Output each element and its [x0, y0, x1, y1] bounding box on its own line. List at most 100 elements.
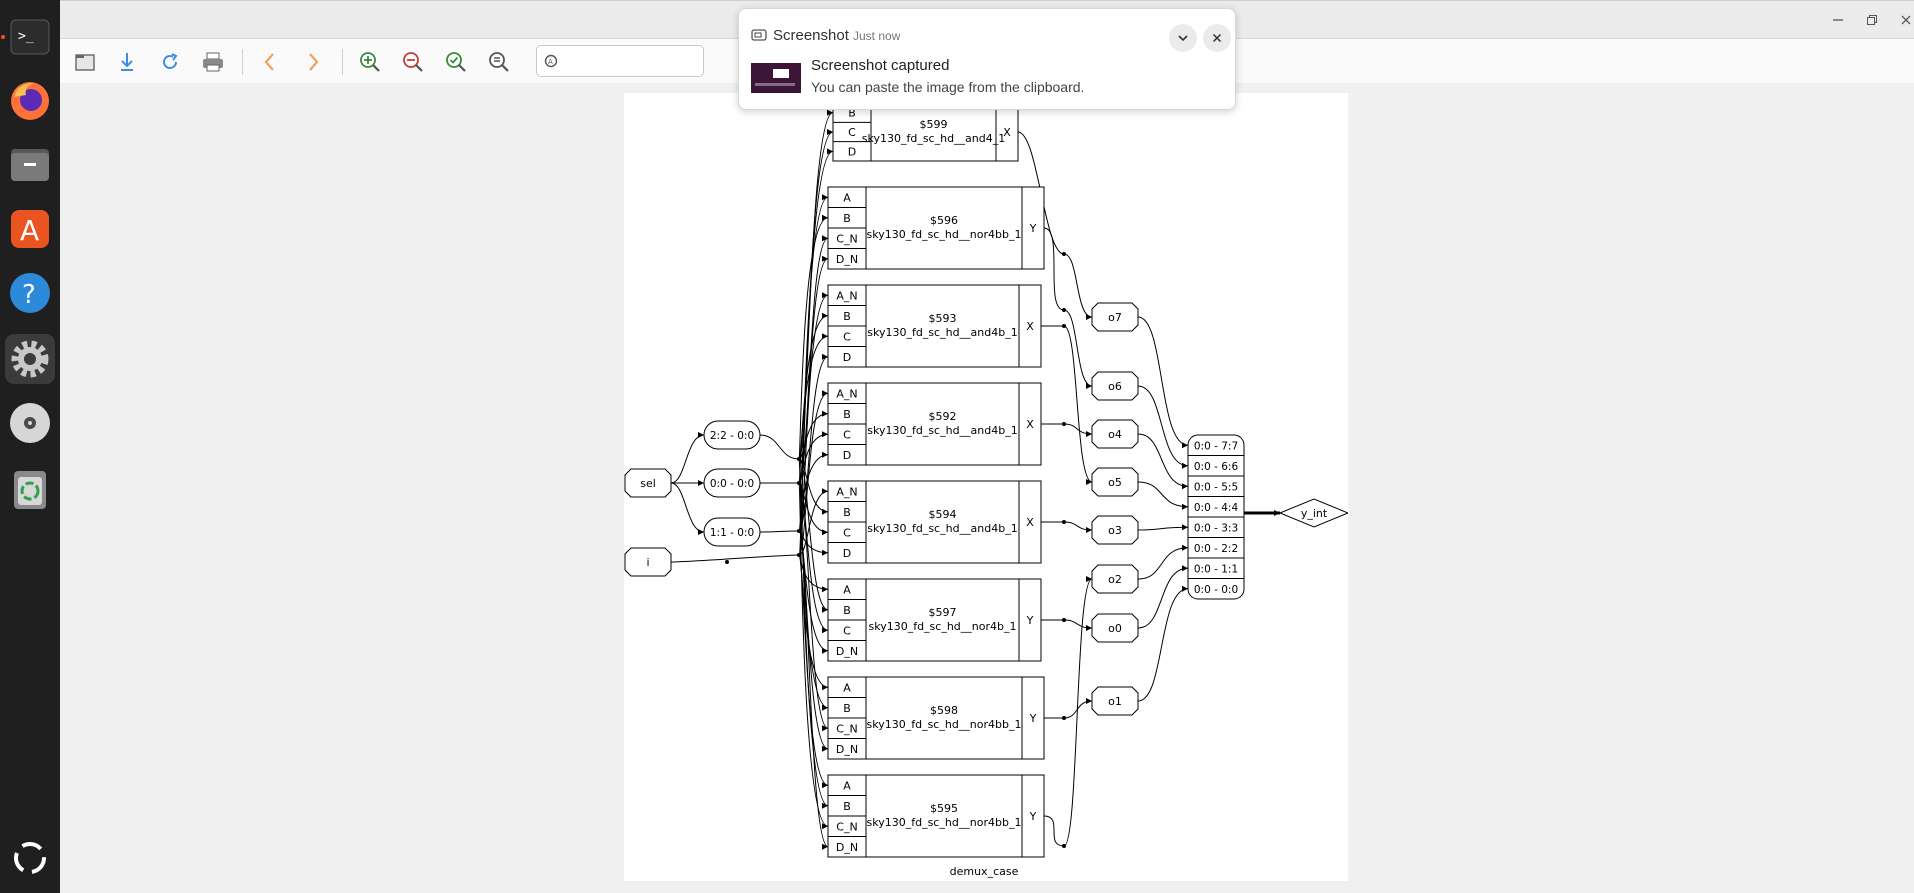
- dock-firefox[interactable]: [5, 76, 55, 126]
- dock-disc[interactable]: [5, 398, 55, 448]
- search-box[interactable]: A: [536, 45, 704, 77]
- cell-type: sky130_fd_sc_hd__nor4bb_1: [867, 718, 1022, 731]
- zoom-fit-icon: [446, 52, 466, 72]
- arrowhead: [822, 725, 828, 732]
- cell-port-label: D_N: [836, 253, 858, 266]
- concat-slot: 0:0 - 3:3: [1194, 522, 1238, 534]
- arrowhead: [1182, 503, 1188, 510]
- net-o5: [1091, 467, 1139, 497]
- net-to-bus: [1137, 567, 1189, 629]
- arrowhead: [822, 292, 828, 299]
- cell-port-label: C: [843, 624, 851, 637]
- junction-dot: [1062, 422, 1066, 426]
- arrowhead: [698, 480, 704, 486]
- open-icon: [75, 54, 95, 71]
- cell-port-label: C_N: [836, 722, 857, 735]
- cell-port-label: C_N: [836, 232, 857, 245]
- arrowhead: [698, 432, 704, 438]
- cell-out-label: Y: [1029, 810, 1037, 823]
- cell-port-label: D: [848, 145, 856, 158]
- help-icon: ?: [10, 273, 50, 313]
- forward-button[interactable]: [298, 47, 328, 77]
- dock-files[interactable]: [5, 140, 55, 190]
- close-window-button[interactable]: [1896, 10, 1914, 30]
- net-o3-label: o3: [1108, 524, 1122, 537]
- dock-help[interactable]: ?: [5, 268, 55, 318]
- forward-icon: [309, 53, 319, 71]
- diagram-title: demux_case: [950, 865, 1019, 878]
- zoom-original-button[interactable]: [484, 47, 514, 77]
- fanout-wire: [798, 530, 829, 848]
- dock-settings[interactable]: [5, 334, 55, 384]
- cell-id: $599: [920, 118, 948, 131]
- notification-close-button[interactable]: [1203, 24, 1231, 52]
- junction-to-net: [1063, 253, 1093, 318]
- files-icon: [11, 149, 49, 181]
- svg-text:>_: >_: [18, 29, 34, 44]
- cell-type: sky130_fd_sc_hd__nor4bb_1: [867, 816, 1022, 829]
- cell-port-label: D: [843, 547, 851, 560]
- cell-port-label: C: [843, 526, 851, 539]
- cell-port-label: D: [843, 449, 851, 462]
- trash-icon: [14, 471, 46, 509]
- screenshot-thumbnail: [751, 63, 801, 93]
- zoom-fit-button[interactable]: [441, 47, 471, 77]
- disc-icon: [10, 403, 50, 443]
- net-to-bus: [1137, 526, 1189, 531]
- minimize-button[interactable]: [1828, 10, 1848, 30]
- save-button[interactable]: [112, 47, 142, 77]
- arrowhead: [1182, 442, 1188, 449]
- cell-port-label: B: [848, 107, 856, 120]
- cell-port-label: B: [843, 702, 851, 715]
- arrowhead: [1182, 544, 1188, 551]
- cell-id: $592: [929, 410, 957, 423]
- junction-dot: [797, 529, 801, 533]
- cell-0: [832, 102, 1019, 162]
- arrowhead: [1086, 479, 1092, 485]
- notification-title: Screenshot captured: [811, 57, 950, 74]
- cell-out-label: Y: [1029, 222, 1037, 235]
- maximize-button[interactable]: [1862, 10, 1882, 30]
- dock: >_ A ?: [0, 0, 60, 893]
- arrowhead: [822, 606, 828, 613]
- net-o0: [1091, 613, 1139, 643]
- search-input[interactable]: [565, 51, 699, 73]
- junction-dot: [1062, 618, 1066, 622]
- net-o3: [1091, 515, 1139, 545]
- arrowhead: [822, 333, 828, 340]
- cell-type: sky130_fd_sc_hd__and4b_1: [867, 522, 1017, 535]
- output-port-label: y_int: [1301, 507, 1328, 520]
- junction-dot: [725, 560, 729, 564]
- net-o7-label: o7: [1108, 311, 1122, 324]
- notification-expand-button[interactable]: [1169, 24, 1197, 52]
- arrowhead: [822, 549, 828, 556]
- dock-app-center[interactable]: A: [5, 204, 55, 254]
- settings-icon: [11, 340, 49, 378]
- net-o2-label: o2: [1108, 573, 1122, 586]
- cell-port-label: A_N: [836, 387, 857, 400]
- net-o4: [1091, 419, 1139, 449]
- reload-button[interactable]: [155, 47, 185, 77]
- input-port-i: [624, 547, 672, 577]
- arrowhead: [1182, 483, 1188, 490]
- dock-trash[interactable]: [5, 464, 55, 514]
- cell-type: sky130_fd_sc_hd__and4_1: [862, 132, 1006, 145]
- cell-port-label: A_N: [836, 289, 857, 302]
- notification[interactable]: Screenshot Just now Screenshot captured …: [738, 8, 1236, 110]
- net-o0-label: o0: [1108, 622, 1122, 635]
- junction-dot: [1062, 716, 1066, 720]
- cell-port-label: B: [843, 506, 851, 519]
- print-button[interactable]: [198, 47, 228, 77]
- zoom-out-button[interactable]: [398, 47, 428, 77]
- restore-icon: [1867, 15, 1877, 25]
- dock-show-apps[interactable]: [5, 833, 55, 883]
- arrowhead: [822, 745, 828, 752]
- back-button[interactable]: [255, 47, 285, 77]
- print-icon: [203, 52, 223, 72]
- arrowhead: [822, 647, 828, 654]
- notification-app-name: Screenshot: [773, 27, 849, 44]
- dock-terminal[interactable]: >_: [5, 12, 55, 62]
- zoom-in-button[interactable]: [355, 47, 385, 77]
- open-button[interactable]: [70, 47, 100, 77]
